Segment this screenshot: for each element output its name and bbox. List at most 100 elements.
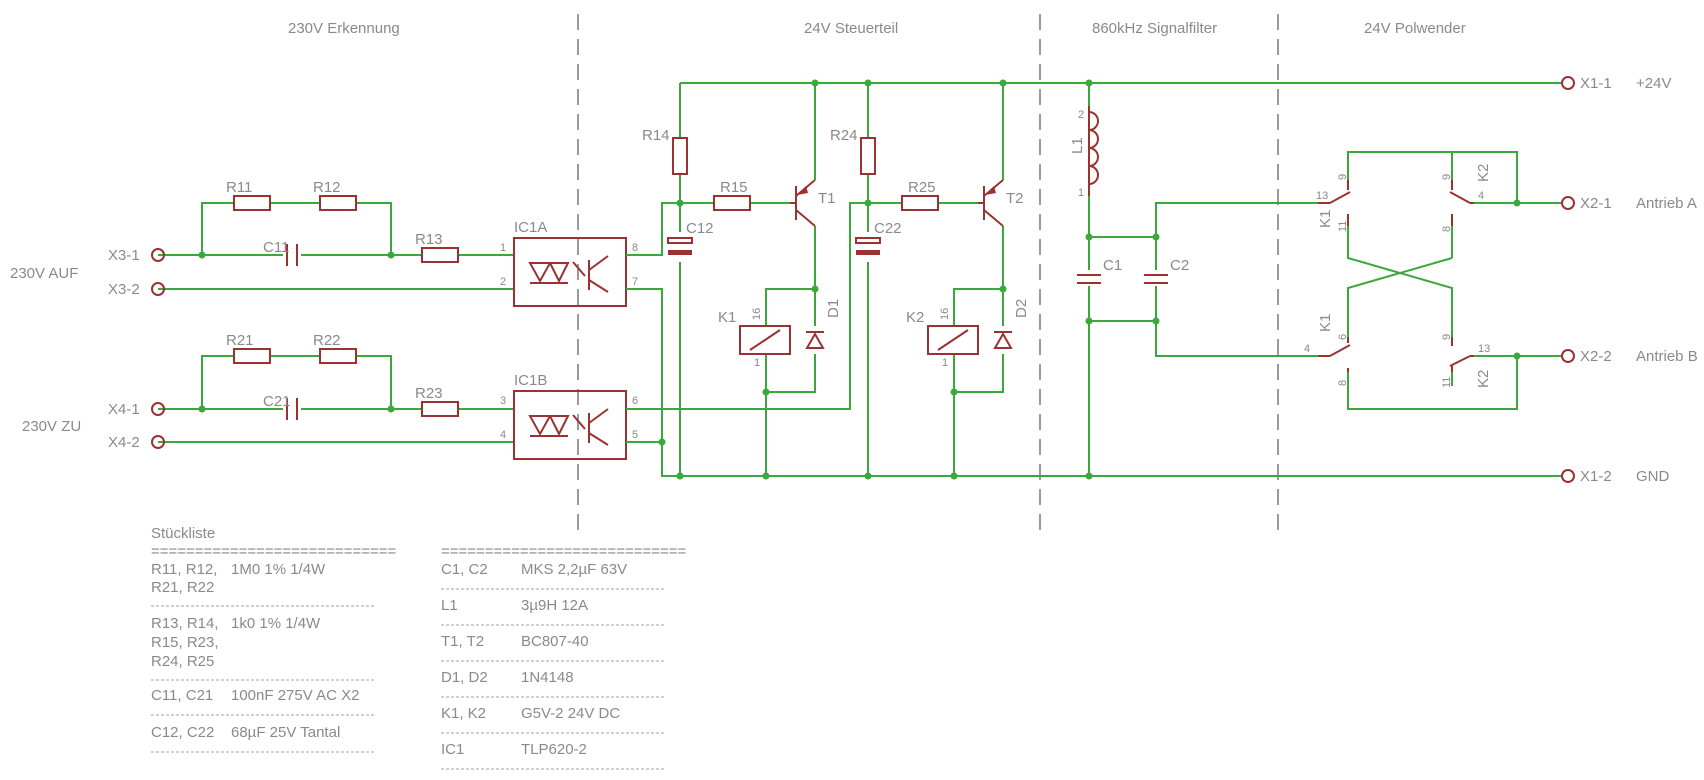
pin-number: 8: [632, 242, 638, 254]
bom-left-ref: R13, R14,: [151, 615, 219, 632]
part-label-k2-contact: K2: [1475, 164, 1492, 182]
part-label-k2-contact-b: K2: [1475, 370, 1492, 388]
signal-label-antrieb-b: Antrieb B: [1636, 348, 1698, 365]
part-label-r23: R23: [415, 385, 443, 402]
pin-number: 1: [754, 357, 760, 369]
part-label-t2: T2: [1006, 190, 1024, 207]
junction-dot: [1513, 199, 1521, 207]
junction-dot: [950, 388, 958, 396]
part-label-d2: D2: [1013, 299, 1030, 318]
capacitor-c1: [1077, 274, 1101, 284]
part-label-r25: R25: [908, 179, 936, 196]
part-label-k1-contact: K1: [1317, 210, 1334, 228]
junction-dot: [198, 251, 206, 259]
bom-right-value: MKS 2,2µF 63V: [521, 561, 627, 578]
relay-coil-k1: [739, 325, 791, 355]
diode-d2: [993, 331, 1013, 349]
junction-dot: [864, 199, 872, 207]
connector-label-x3-1: X3-1: [108, 247, 140, 264]
junction-dot: [1513, 352, 1521, 360]
pin-number: 8: [1337, 380, 1349, 386]
bom-right-value: BC807-40: [521, 633, 589, 650]
junction-dot: [1152, 233, 1160, 241]
connector-x4-1[interactable]: [151, 402, 165, 416]
part-label-k1: K1: [718, 309, 736, 326]
bom-left-value: 100nF 275V AC X2: [231, 687, 359, 704]
connector-x1-2[interactable]: [1561, 469, 1575, 483]
resistor-r24: [860, 137, 876, 175]
connector-x4-2[interactable]: [151, 435, 165, 449]
pin-number: 8: [1441, 226, 1453, 232]
junction-dot: [1085, 79, 1093, 87]
resistor-r12: [319, 195, 357, 211]
connector-x2-1[interactable]: [1561, 196, 1575, 210]
connector-label-x4-1: X4-1: [108, 401, 140, 418]
connector-x1-1[interactable]: [1561, 76, 1575, 90]
section-title-24v-control: 24V Steuerteil: [804, 20, 898, 37]
part-label-k2: K2: [906, 309, 924, 326]
capacitor-c11: [286, 244, 298, 266]
pin-number: 16: [939, 308, 951, 320]
junction-dot: [811, 79, 819, 87]
bom-right-value: TLP620-2: [521, 741, 587, 758]
junction-dot: [950, 472, 958, 480]
filter-wires: [1088, 83, 1300, 476]
pin-number: 4: [1478, 190, 1484, 202]
junction-dot: [999, 285, 1007, 293]
part-label-r21: R21: [226, 332, 254, 349]
part-label-r12: R12: [313, 179, 341, 196]
bom-left-ref: R11, R12,: [151, 561, 217, 578]
pin-number: 13: [1316, 190, 1328, 202]
part-label-c21: C21: [263, 393, 291, 410]
bom-left-value: 68µF 25V Tantal: [231, 724, 340, 741]
junction-dot: [676, 472, 684, 480]
signal-label-antrieb-a: Antrieb A: [1636, 195, 1697, 212]
pin-number: 2: [1078, 109, 1084, 121]
resistor-r11: [233, 195, 271, 211]
pin-number: 13: [1478, 343, 1490, 355]
relay-coil-k2: [927, 325, 979, 355]
resistor-r23: [421, 401, 459, 417]
junction-dot: [676, 199, 684, 207]
junction-dot: [198, 405, 206, 413]
resistor-r13: [421, 247, 459, 263]
bom-rule-left: ============================: [151, 543, 397, 560]
pin-number: 4: [1304, 343, 1310, 355]
bom-left-ref: C12, C22: [151, 724, 214, 741]
connector-label-x2-1: X2-1: [1580, 195, 1612, 212]
pin-number: 6: [632, 395, 638, 407]
bom-right-value: G5V-2 24V DC: [521, 705, 620, 722]
pin-number: 2: [500, 276, 506, 288]
capacitor-c2: [1144, 274, 1168, 284]
bom-rule-right: ============================: [441, 543, 687, 560]
connector-x3-1[interactable]: [151, 248, 165, 262]
pin-number: 11: [1337, 221, 1349, 232]
junction-dot: [762, 388, 770, 396]
bom-left-extra: R24, R25: [151, 653, 214, 670]
connector-label-x3-2: X3-2: [108, 281, 140, 298]
diode-d1: [805, 331, 825, 349]
resistor-r22: [319, 348, 357, 364]
pin-number: 4: [500, 429, 506, 441]
connector-label-x1-1: X1-1: [1580, 75, 1612, 92]
bom-right-ref: C1, C2: [441, 561, 488, 578]
pin-number: 1: [1078, 187, 1084, 199]
pin-number: 16: [751, 308, 763, 320]
bom-left-value: 1k0 1% 1/4W: [231, 615, 321, 632]
transistor-t1: [790, 179, 816, 227]
part-label-r13: R13: [415, 231, 443, 248]
connector-x2-2[interactable]: [1561, 349, 1575, 363]
connector-x3-2[interactable]: [151, 282, 165, 296]
junction-dot: [1152, 317, 1160, 325]
signal-label-plus24v: +24V: [1636, 75, 1671, 92]
bom-left-extra: R15, R23,: [151, 634, 219, 651]
resistor-r21: [233, 348, 271, 364]
pin-number: 5: [632, 429, 638, 441]
junction-dot: [762, 472, 770, 480]
bom-right-ref: IC1: [441, 741, 464, 758]
bom-left-extra: R21, R22: [151, 579, 214, 596]
section-title-230v-detection: 230V Erkennung: [288, 20, 400, 37]
bom-right-value: 1N4148: [521, 669, 574, 686]
signal-label-gnd: GND: [1636, 468, 1670, 485]
part-label-c2: C2: [1170, 257, 1189, 274]
